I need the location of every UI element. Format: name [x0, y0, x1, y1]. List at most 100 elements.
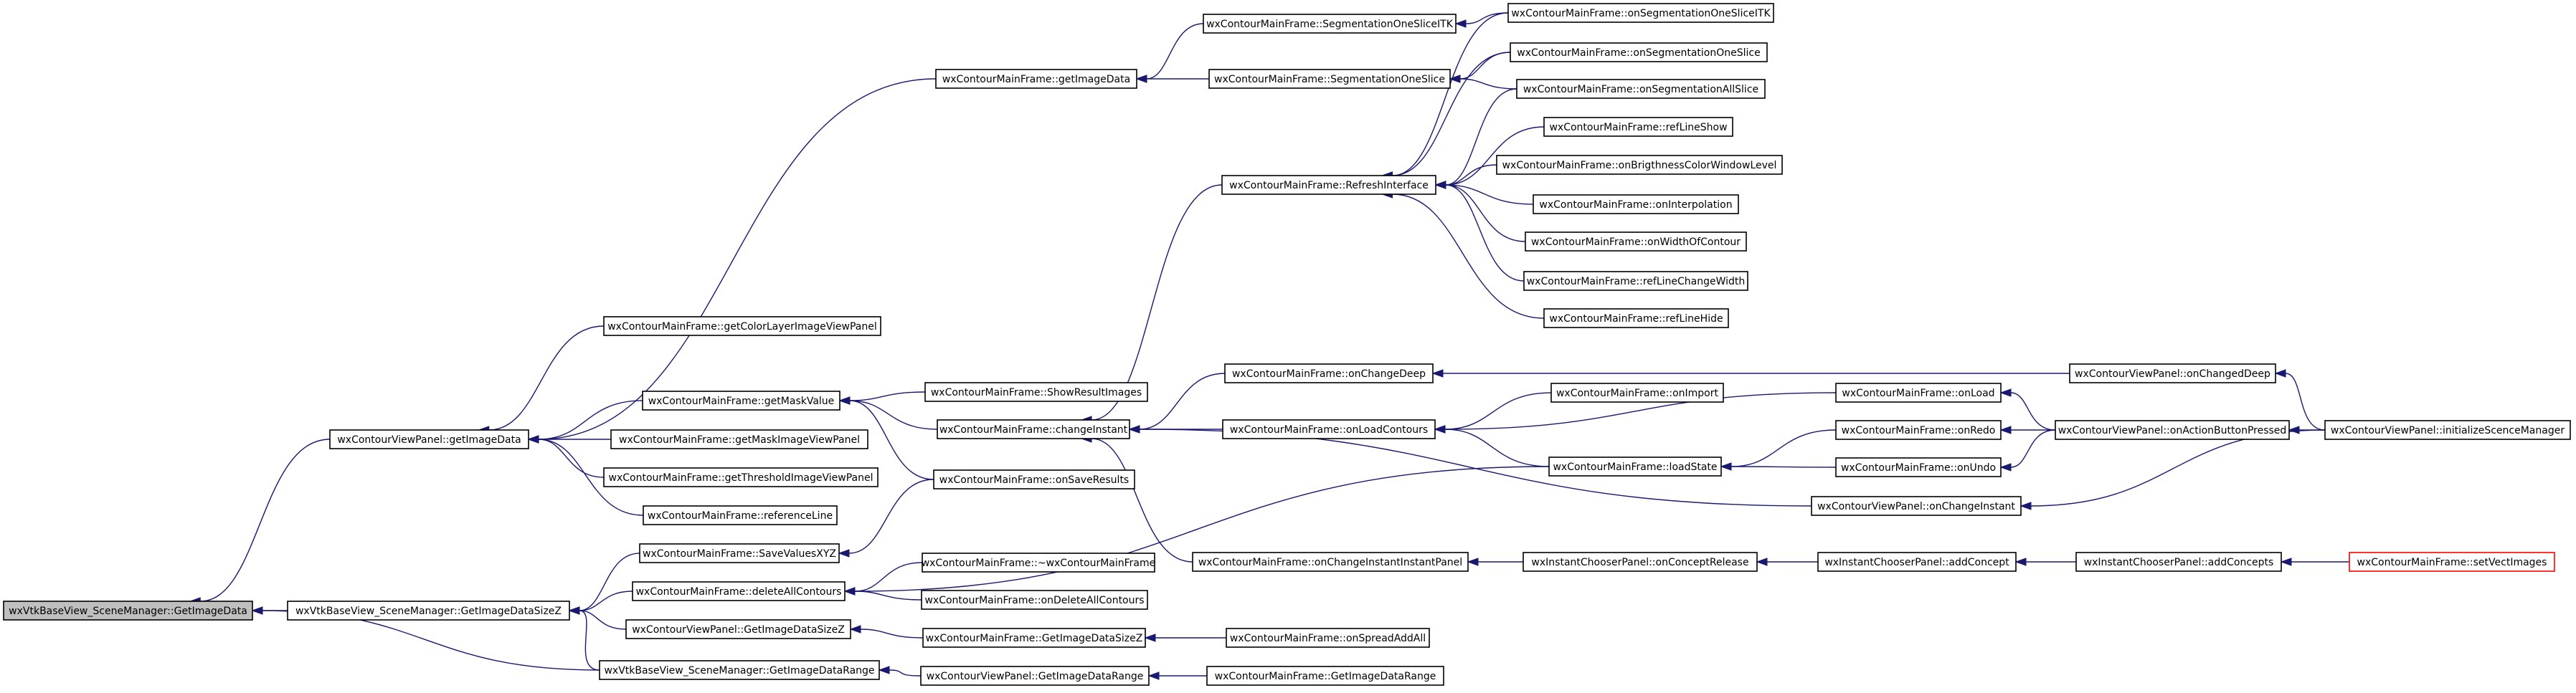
graph-node[interactable]: wxContourMainFrame::referenceLine: [643, 505, 838, 525]
graph-node[interactable]: wxContourViewPanel::onActionButtonPresse…: [2055, 420, 2290, 440]
graph-node[interactable]: wxContourViewPanel::GetImageDataRange: [920, 666, 1150, 686]
node-box: [921, 590, 1148, 610]
edge-refLineHide-to-refreshInterface: [1392, 193, 1545, 319]
graph-node[interactable]: wxContourMainFrame::onSaveResults: [933, 469, 1135, 489]
node-box: [632, 581, 846, 601]
edge-segOneSliceITK-to-getImageDataMF: [1146, 23, 1204, 80]
edge-showResultImages-to-getMaskValue: [849, 391, 926, 401]
graph-node[interactable]: wxContourMainFrame::deleteAllContours: [632, 581, 846, 601]
node-label: wxContourViewPanel::onChangedDeep: [2075, 368, 2270, 380]
node-label: wxContourMainFrame::getMaskValue: [648, 396, 835, 407]
graph-node[interactable]: wxContourMainFrame::onWidthOfContour: [1525, 231, 1747, 252]
graph-node[interactable]: wxContourMainFrame::SegmentationOneSlice: [1208, 69, 1451, 89]
graph-node[interactable]: wxInstantChooserPanel::addConcept: [1817, 552, 2017, 572]
graph-node[interactable]: wxContourMainFrame::getColorLayerImageVi…: [603, 316, 881, 336]
graph-node[interactable]: wxContourMainFrame::onLoadContours: [1222, 419, 1436, 439]
graph-node[interactable]: wxContourMainFrame::onSegmentationAllSli…: [1516, 79, 1766, 99]
node-box: [625, 619, 851, 639]
graph-node[interactable]: wxContourViewPanel::onChangedDeep: [2069, 363, 2276, 383]
node-label: wxContourMainFrame::onImport: [1556, 388, 1719, 399]
graph-node[interactable]: wxContourMainFrame::onSegmentationOneSli…: [1507, 3, 1774, 23]
graph-node[interactable]: wxContourMainFrame::ShowResultImages: [924, 382, 1148, 402]
node-box: [1525, 231, 1747, 252]
edge-getThresholdImageViewPanel-to-vpGetImageData: [538, 439, 605, 478]
node-box: [2055, 420, 2290, 440]
graph-node[interactable]: wxInstantChooserPanel::onConceptRelease: [1523, 552, 1758, 572]
edge-onChangeDeep-to-changeInstant: [1139, 373, 1226, 430]
graph-node[interactable]: wxContourMainFrame::refLineShow: [1543, 117, 1733, 137]
node-label: wxContourMainFrame::onSaveResults: [939, 474, 1129, 486]
node-label: wxContourMainFrame::onLoad: [1842, 388, 1994, 399]
node-box: [1835, 383, 2002, 403]
node-label: wxContourViewPanel::GetImageDataRange: [927, 671, 1144, 682]
graph-node[interactable]: wxContourMainFrame::getImageData: [935, 69, 1137, 89]
node-box: [1222, 419, 1436, 439]
node-label: wxInstantChooserPanel::addConcept: [1824, 557, 2009, 568]
node-box: [639, 543, 840, 563]
graph-node[interactable]: wxContourViewPanel::initializeScenceMana…: [2324, 420, 2571, 440]
node-box: [1192, 552, 1469, 572]
graph-node[interactable]: wxContourMainFrame::onSegmentationOneSli…: [1510, 42, 1768, 62]
graph-node[interactable]: wxContourMainFrame::refLineHide: [1543, 308, 1729, 328]
graph-node[interactable]: wxContourMainFrame::loadState: [1548, 457, 1722, 477]
graph-node[interactable]: wxContourMainFrame::onImport: [1550, 383, 1724, 403]
node-label: wxVtkBaseView_SceneManager::GetImageData…: [295, 606, 562, 617]
node-label: wxContourMainFrame::onSegmentationOneSli…: [1517, 47, 1760, 59]
root-node[interactable]: wxVtkBaseView_SceneManager::GetImageData: [3, 601, 253, 621]
node-box: [1543, 117, 1733, 137]
graph-node[interactable]: wxContourMainFrame::getMaskValue: [642, 391, 840, 411]
node-label: wxContourMainFrame::GetImageDataSizeZ: [926, 633, 1143, 644]
graph-node[interactable]: wxVtkBaseView_SceneManager::GetImageData…: [287, 601, 570, 621]
edge-arrowhead-vpOnChangeInstant: [2019, 502, 2032, 510]
node-label: wxContourMainFrame::ShowResultImages: [931, 387, 1142, 398]
graph-node[interactable]: wxContourMainFrame::onChangeDeep: [1224, 363, 1434, 383]
node-box: [2349, 552, 2555, 572]
graph-node[interactable]: wxContourMainFrame::onSpreadAddAll: [1226, 628, 1430, 648]
graph-node[interactable]: wxContourViewPanel::getImageData: [329, 429, 529, 449]
graph-node[interactable]: wxContourMainFrame::onInterpolation: [1533, 194, 1739, 214]
edge-vpOnActionButtonPressed-to-onUndo: [2010, 429, 2056, 468]
graph-node[interactable]: wxContourMainFrame::~wxContourMainFrame: [922, 553, 1156, 573]
graph-node[interactable]: wxContourMainFrame::RefreshInterface: [1221, 175, 1436, 195]
graph-node[interactable]: wxContourMainFrame::onUndo: [1835, 457, 2002, 477]
node-label: wxContourViewPanel::onChangeInstant: [1817, 501, 2015, 512]
graph-node[interactable]: wxContourMainFrame::onDeleteAllContours: [921, 590, 1148, 610]
node-box: [1811, 496, 2022, 516]
graph-node[interactable]: wxVtkBaseView_SceneManager::GetImageData…: [599, 660, 880, 680]
graph-node[interactable]: wxContourViewPanel::GetImageDataSizeZ: [625, 619, 851, 639]
graph-node[interactable]: wxContourMainFrame::changeInstant: [937, 419, 1130, 439]
node-label: wxContourMainFrame::RefreshInterface: [1229, 180, 1429, 191]
edge-arrowhead-changeInstant: [1128, 425, 1140, 434]
edge-onLoad-to-onLoadContours: [1444, 392, 1837, 430]
edge-onSegOneSliceITK-to-refreshInterface: [1392, 12, 1509, 176]
edge-onBrigthness-to-refreshInterface: [1445, 164, 1497, 186]
graph-node[interactable]: wxContourMainFrame::GetImageDataSizeZ: [922, 628, 1146, 648]
node-label: wxInstantChooserPanel::onConceptRelease: [1531, 557, 1748, 568]
edge-arrowhead-onChangeInstantInstantPanel: [1467, 558, 1479, 566]
graph-node[interactable]: wxContourMainFrame::onChangeInstantInsta…: [1192, 552, 1469, 572]
node-label: wxContourMainFrame::onSegmentationAllSli…: [1523, 84, 1758, 95]
graph-node[interactable]: wxContourMainFrame::SaveValuesXYZ: [639, 543, 840, 563]
edge-onInterpolation-to-refreshInterface: [1445, 184, 1534, 205]
node-label: wxVtkBaseView_SceneManager::GetImageData: [9, 606, 247, 617]
edge-arrowhead-getMaskValue: [838, 396, 851, 405]
node-label: wxContourMainFrame::onWidthOfContour: [1531, 236, 1741, 248]
graph-node[interactable]: wxInstantChooserPanel::addConcepts: [2075, 552, 2282, 572]
edge-referenceLine-to-vpGetImageData: [538, 439, 644, 516]
graph-node[interactable]: wxContourMainFrame::SegmentationOneSlice…: [1203, 14, 1457, 34]
node-label: wxContourViewPanel::GetImageDataSizeZ: [632, 624, 845, 636]
graph-node[interactable]: wxContourMainFrame::onBrigthnessColorWin…: [1496, 155, 1783, 175]
node-label: wxContourMainFrame::onDeleteAllContours: [924, 595, 1144, 606]
graph-node[interactable]: wxContourMainFrame::getMaskImageViewPane…: [610, 429, 868, 449]
node-label: wxContourMainFrame::onInterpolation: [1539, 199, 1732, 211]
graph-node[interactable]: wxContourMainFrame::refLineChangeWidth: [1523, 271, 1748, 291]
edge-arrowhead-onUndo: [1999, 463, 2012, 472]
graph-node[interactable]: wxContourMainFrame::onRedo: [1835, 420, 2002, 440]
node-box: [1510, 42, 1768, 62]
graph-node[interactable]: wxContourMainFrame::onLoad: [1835, 383, 2002, 403]
graph-node[interactable]: wxContourMainFrame::getThresholdImageVie…: [603, 467, 879, 487]
graph-node[interactable]: wxContourMainFrame::setVectImages: [2349, 552, 2555, 572]
node-label: wxContourMainFrame::onUndo: [1841, 462, 1996, 474]
graph-node[interactable]: wxContourMainFrame::GetImageDataRange: [1206, 666, 1444, 686]
graph-node[interactable]: wxContourViewPanel::onChangeInstant: [1811, 496, 2022, 516]
